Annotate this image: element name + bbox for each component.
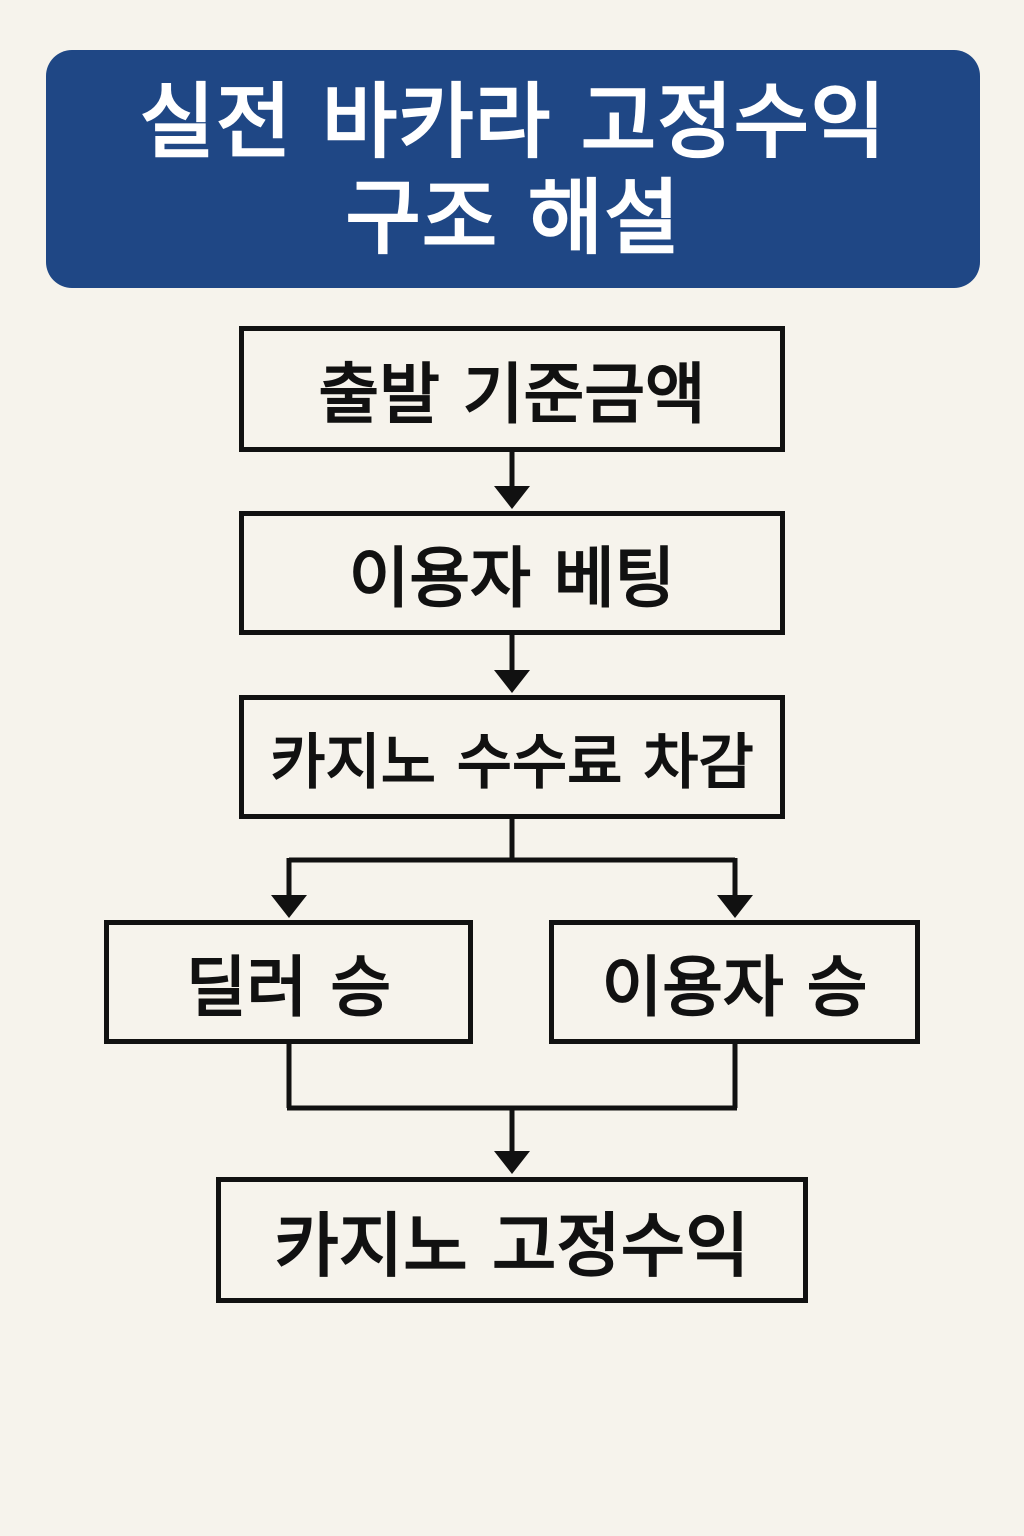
node-dealer-win: 딜러 승	[104, 920, 473, 1044]
arrowhead-bet-fee	[494, 670, 530, 693]
node-fee-deduction: 카지노 수수료 차감	[239, 695, 785, 819]
node-bet-label: 이용자 베팅	[348, 540, 676, 617]
node-dealer-label: 딜러 승	[185, 949, 392, 1026]
title-line-2: 구조 해설	[345, 171, 681, 266]
title-banner: 실전 바카라 고정수익 구조 해설	[46, 50, 980, 288]
node-fixed-label: 카지노 고정수익	[274, 1204, 750, 1287]
node-player-win: 이용자 승	[549, 920, 920, 1044]
arrowhead-fixed	[494, 1151, 530, 1174]
arrowhead-dealer	[271, 895, 307, 918]
node-player-label: 이용자 승	[601, 949, 868, 1026]
node-fee-label: 카지노 수수료 차감	[270, 727, 754, 798]
arrowhead-start-bet	[494, 486, 530, 509]
node-fixed-profit: 카지노 고정수익	[216, 1177, 808, 1303]
arrowhead-player	[717, 895, 753, 918]
node-user-bet: 이용자 베팅	[239, 511, 785, 635]
node-start-amount: 출발 기준금액	[239, 326, 785, 452]
title-line-1: 실전 바카라 고정수익	[139, 75, 887, 170]
node-start-label: 출발 기준금액	[318, 356, 706, 433]
